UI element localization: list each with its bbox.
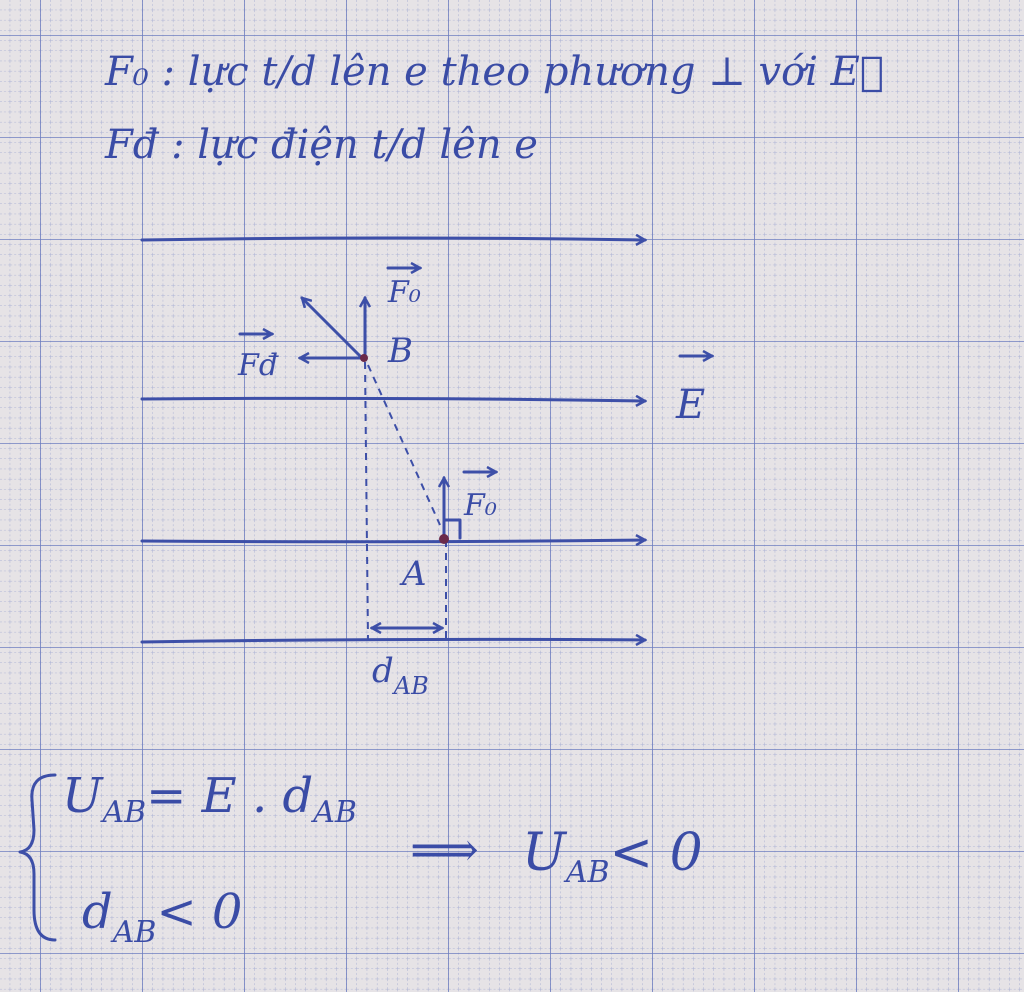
label-Fd: Fđ [237, 348, 279, 383]
equation-1: UAB= E . dAB [62, 768, 357, 830]
system-brace [18, 773, 57, 942]
label-B: B [387, 331, 413, 371]
field-lines [140, 238, 645, 642]
note-line-2: Fđ : lực điện t/d lên e [104, 122, 538, 168]
label-dAB: dAB [372, 651, 429, 700]
label-F0-at-B: F₀ [387, 275, 421, 310]
note-line-1: F₀ : lực t/d lên e theo phương ⊥ với E⃗ [104, 49, 884, 95]
result: UAB< 0 [522, 823, 703, 890]
forces-at-B [300, 298, 368, 362]
dashed-projections [364, 361, 447, 641]
force-at-A [439, 478, 462, 544]
equation-2: dAB< 0 [82, 884, 242, 950]
label-F0-at-A: F₀ [463, 488, 497, 523]
label-E: E [675, 382, 705, 428]
implies-arrow: ⟹ [410, 822, 479, 878]
label-A: A [399, 554, 427, 594]
